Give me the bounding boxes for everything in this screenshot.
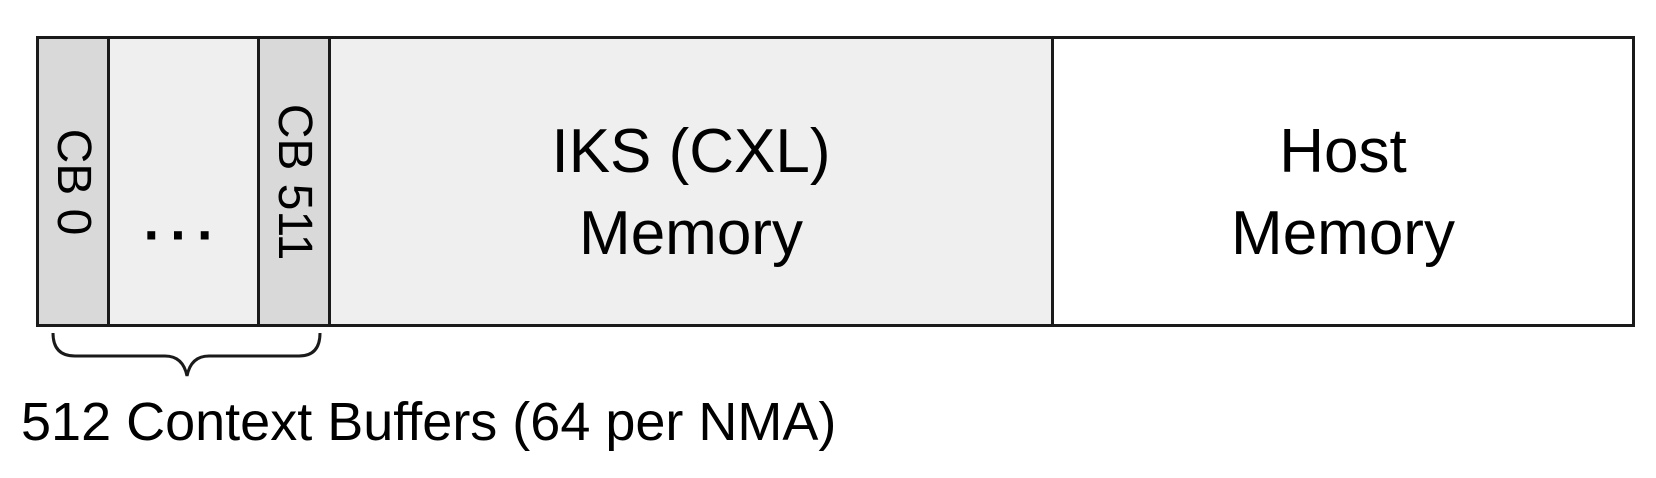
- context-buffer-ellipsis-region: ···: [107, 36, 260, 327]
- host-memory-block: Host Memory: [1051, 36, 1635, 327]
- curly-brace-icon: [51, 332, 322, 377]
- host-memory-title-line1: Host: [1279, 117, 1407, 186]
- iks-memory-title-line1: IKS (CXL): [551, 117, 831, 186]
- context-buffer-0: CB 0: [36, 36, 110, 327]
- context-buffer-511: CB 511: [257, 36, 331, 327]
- host-memory-title: Host Memory: [1054, 111, 1632, 275]
- host-memory-title-line2: Memory: [1231, 199, 1455, 268]
- iks-memory-title: IKS (CXL) Memory: [331, 111, 1051, 275]
- context-buffers-caption: 512 Context Buffers (64 per NMA): [21, 392, 837, 452]
- iks-memory-title-line2: Memory: [579, 199, 803, 268]
- ellipsis-dots: ···: [143, 203, 224, 266]
- iks-cxl-memory-block: IKS (CXL) Memory: [328, 36, 1054, 327]
